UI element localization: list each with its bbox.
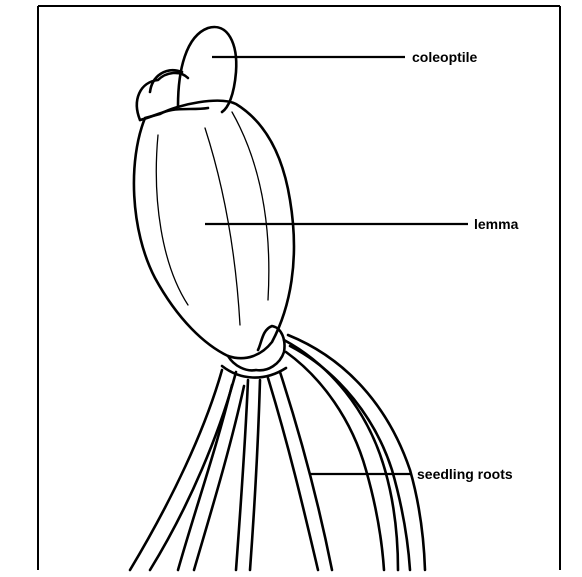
grain-base bbox=[222, 366, 286, 378]
seedling-roots bbox=[130, 335, 425, 570]
lemma-vein bbox=[232, 112, 269, 300]
coleoptile-shape bbox=[178, 27, 236, 112]
root-strand bbox=[178, 385, 232, 570]
root-strand bbox=[286, 352, 384, 570]
husk-rim bbox=[140, 108, 208, 120]
coleoptile-label: coleoptile bbox=[412, 49, 478, 65]
lemma-vein bbox=[156, 135, 188, 305]
root-strand bbox=[290, 346, 410, 570]
coleoptile-structure bbox=[137, 27, 236, 120]
root-strand bbox=[194, 386, 244, 570]
lemma-grain bbox=[134, 101, 294, 378]
root-strand bbox=[280, 372, 332, 570]
lemma-label: lemma bbox=[474, 216, 519, 232]
lemma-vein bbox=[205, 128, 240, 325]
seedling-roots-label: seedling roots bbox=[417, 466, 513, 482]
root-strand bbox=[250, 380, 260, 570]
frame-border bbox=[38, 6, 560, 570]
